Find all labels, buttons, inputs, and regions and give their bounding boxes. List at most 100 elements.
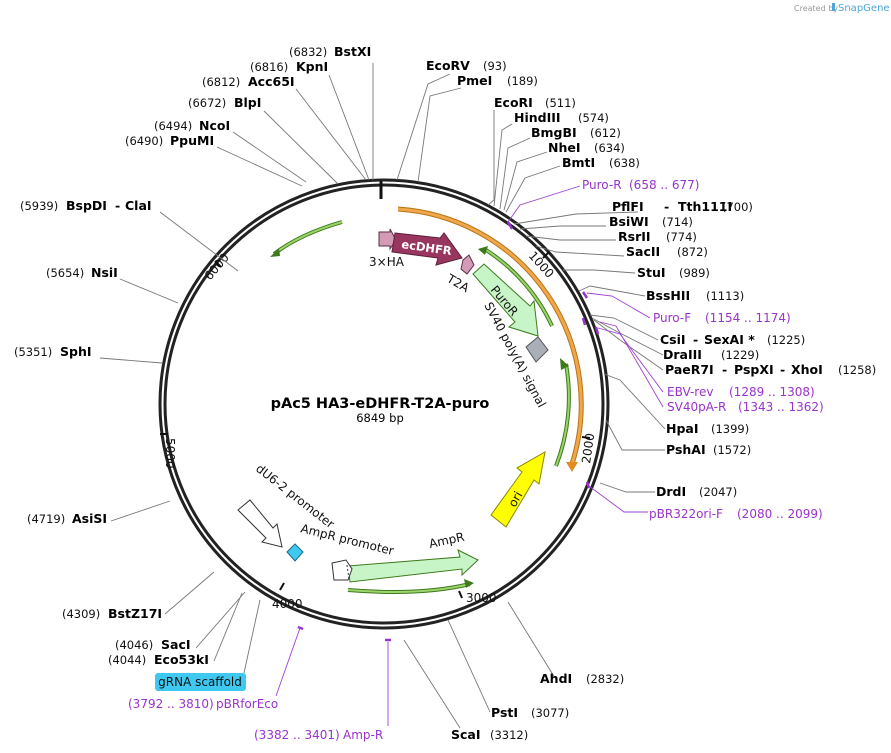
tick-mark <box>542 251 550 259</box>
ori-feature[interactable] <box>490 451 546 528</box>
sv40par-primer-range: (1343 .. 1362) <box>738 400 824 414</box>
stui-position: (989) <box>679 266 710 280</box>
ahdi-position: (2832) <box>586 672 624 686</box>
ecorv-label[interactable]: EcoRV <box>426 58 470 73</box>
nhei-position: (634) <box>594 141 625 155</box>
tick-mark <box>581 436 591 439</box>
draiii-label[interactable]: DraIII <box>663 347 702 362</box>
t2a-label: T2A <box>444 271 473 296</box>
puror-primer-label[interactable]: Puro-R <box>582 178 622 192</box>
sphi-position: (5351) <box>14 345 52 359</box>
scai-label[interactable]: ScaI <box>451 727 481 742</box>
hindiii-label[interactable]: HindIII <box>514 110 561 125</box>
tick-label-3000: 3000 <box>466 591 497 605</box>
tick-label-5000: 5000 <box>163 438 177 469</box>
asisi-label[interactable]: AsiSI <box>72 511 107 526</box>
bsshii-position: (1113) <box>706 289 744 303</box>
bmti-label[interactable]: BmtI <box>562 155 595 170</box>
ahdi-label[interactable]: AhdI <box>540 671 572 686</box>
purof-primer-label[interactable]: Puro-F <box>653 311 691 325</box>
bsshii-label[interactable]: BssHII <box>646 288 690 303</box>
ecori-label[interactable]: EcoRI <box>494 95 533 110</box>
nhei-label[interactable]: NheI <box>548 140 581 155</box>
bsiwi-label[interactable]: BsiWI <box>609 214 649 229</box>
pspxi-label[interactable]: PspXI <box>734 362 774 377</box>
hpai-position: (1399) <box>711 422 749 436</box>
pbrforeco-primer-label[interactable]: pBRforEco <box>216 697 278 711</box>
orf-green-arc-right <box>554 363 571 467</box>
blpi-position: (6672) <box>188 96 226 110</box>
hpai-label[interactable]: HpaI <box>666 421 699 436</box>
pbr322orif-primer-label[interactable]: pBR322ori-F <box>649 507 723 521</box>
grna-feature[interactable] <box>286 543 304 562</box>
tick-mark <box>214 260 222 268</box>
ecorv-position: (93) <box>483 59 507 73</box>
ampr-primer-range: (3382 .. 3401) <box>254 728 340 742</box>
ppumi-label[interactable]: PpuMI <box>170 133 214 148</box>
bmgbi-position: (612) <box>590 126 621 140</box>
tick-label-2000: 2000 <box>579 432 597 464</box>
sexai-label[interactable]: SexAI * <box>704 332 755 347</box>
pmei-label[interactable]: PmeI <box>457 73 492 88</box>
bstz17i-label[interactable]: BstZ17I <box>108 606 162 621</box>
rsrii-position: (774) <box>666 230 697 244</box>
saci-label[interactable]: SacI <box>161 637 191 652</box>
ebvrev-primer-label[interactable]: EBV-rev <box>667 385 713 399</box>
sacii-label[interactable]: SacII <box>626 244 660 259</box>
psti-label[interactable]: PstI <box>491 705 518 720</box>
pflfi-position: (700) <box>722 200 753 214</box>
nsii-label[interactable]: NsiI <box>91 265 118 280</box>
t2a-feature[interactable] <box>460 254 475 275</box>
bspdi-separator: - <box>115 198 120 213</box>
saci-position: (4046) <box>115 638 153 652</box>
hindiii-position: (574) <box>578 111 609 125</box>
eco53ki-label[interactable]: Eco53kI <box>154 652 209 667</box>
ori-label: ori <box>505 489 525 510</box>
ncoi-position: (6494) <box>154 119 192 133</box>
sv40par-primer-label[interactable]: SV40pA-R <box>667 400 726 414</box>
stui-label[interactable]: StuI <box>637 265 666 280</box>
paer7i-separator: - <box>722 362 727 377</box>
ncoi-label[interactable]: NcoI <box>199 118 230 133</box>
clai-label[interactable]: ClaI <box>125 198 152 213</box>
pshai-label[interactable]: PshAI <box>666 442 706 457</box>
ampr-primer-label[interactable]: Amp-R <box>343 728 383 742</box>
pmei-position: (189) <box>507 74 538 88</box>
backbone-inner <box>163 183 605 625</box>
bstxi-label[interactable]: BstXI <box>334 44 371 59</box>
sphi-label[interactable]: SphI <box>60 344 92 359</box>
csii-separator: - <box>693 332 698 347</box>
du6-promoter-feature[interactable] <box>237 499 283 548</box>
acc65i-label[interactable]: Acc65I <box>248 74 295 89</box>
paer7i-label[interactable]: PaeR7I <box>665 362 714 377</box>
bmgbi-label[interactable]: BmgBI <box>531 125 577 140</box>
blpi-label[interactable]: BlpI <box>234 95 261 110</box>
tick-label-4000: 4000 <box>272 597 303 611</box>
edhfr-feature[interactable] <box>391 232 463 266</box>
pflfi-label[interactable]: PflFI <box>612 199 644 214</box>
bsiwi-position: (714) <box>662 215 693 229</box>
rsrii-label[interactable]: RsrII <box>618 229 651 244</box>
bspdi-label[interactable]: BspDI <box>66 198 107 213</box>
kpni-label[interactable]: KpnI <box>296 59 328 74</box>
grna-badge[interactable] <box>155 673 246 691</box>
pspxi-separator: - <box>780 362 785 377</box>
snapgene-logo-icon <box>832 3 835 11</box>
kpni-position: (6816) <box>250 60 288 74</box>
drdi-label[interactable]: DrdI <box>656 484 686 499</box>
primer-marks <box>297 221 600 642</box>
drdi-position: (2047) <box>699 485 737 499</box>
puror-feature[interactable] <box>472 263 539 337</box>
csii-label[interactable]: CsiI <box>660 332 686 347</box>
tick-mark <box>458 590 463 599</box>
plasmid-size: 6849 bp <box>356 411 404 425</box>
sv40-feature[interactable] <box>525 336 549 363</box>
ampr-promoter-label: AmpR promoter <box>299 521 395 558</box>
ampr-feature[interactable] <box>347 549 479 583</box>
bspdi-position: (5939) <box>20 199 58 213</box>
tth111i-label[interactable]: Tth111I <box>678 199 732 214</box>
xhoi-label[interactable]: XhoI <box>791 362 823 377</box>
pbrforeco-primer-range: (3792 .. 3810) <box>128 697 214 711</box>
orf-orange-arrow <box>566 462 578 472</box>
